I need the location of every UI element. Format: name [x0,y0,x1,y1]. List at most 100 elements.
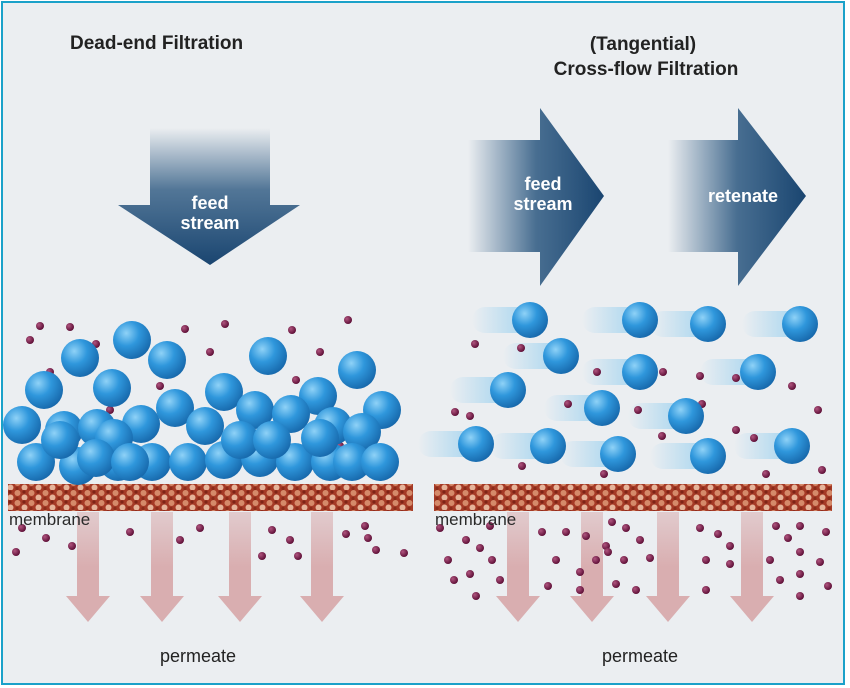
small-particle [181,325,189,333]
right-panel-title-line1: (Tangential) [589,34,697,55]
small-particle [659,368,667,376]
large-particle [512,302,548,338]
small-particle [788,382,796,390]
small-particle [732,426,740,434]
large-particle [41,421,79,459]
small-particle [126,528,134,536]
membrane-right [434,484,832,511]
small-particle [620,556,628,564]
feed-stream-label-left: feed stream [180,193,240,233]
small-particle [732,374,740,382]
large-particle [333,443,371,481]
membrane-left [8,484,413,511]
small-particle [364,534,372,542]
small-particle [517,344,525,352]
small-particle [796,592,804,600]
large-particle [740,354,776,390]
small-particle [824,582,832,590]
small-particle [471,340,479,348]
small-particle [726,542,734,550]
small-particle [772,522,780,530]
left-panel-title: Dead-end Filtration [70,33,244,54]
small-particle [472,592,480,600]
feed-arrow-down-icon [118,128,300,265]
permeate-arrow-icon [300,512,344,622]
permeate-arrow-icon [730,512,774,622]
permeate-arrow-icon [496,512,540,622]
retentate-arrow-right-icon [668,108,806,286]
large-particle [690,438,726,474]
small-particle [176,536,184,544]
large-particle [338,351,376,389]
large-particle [530,428,566,464]
small-particle [518,462,526,470]
small-particle [544,582,552,590]
small-particle [68,542,76,550]
large-particle [782,306,818,342]
small-particle [612,580,620,588]
large-particle [77,439,115,477]
small-particle [593,368,601,376]
small-particle [258,552,266,560]
small-particle [562,528,570,536]
large-particle [25,371,63,409]
large-particle [774,428,810,464]
large-particle [622,354,658,390]
small-particle [206,348,214,356]
small-particle [42,534,50,542]
large-particle [343,413,381,451]
membrane-label-right: membrane [435,510,517,529]
small-particle [400,549,408,557]
small-particle [582,532,590,540]
small-particle [766,556,774,564]
small-particle [604,548,612,556]
small-particle [156,382,164,390]
small-particle [636,536,644,544]
small-particle [268,526,276,534]
small-particle [292,376,300,384]
small-particle [436,524,444,532]
small-particle [36,322,44,330]
small-particle [576,568,584,576]
small-particle [462,536,470,544]
small-particle [552,556,560,564]
large-particle [156,389,194,427]
small-particle [634,406,642,414]
small-particle [564,400,572,408]
small-particle [796,522,804,530]
small-particle [344,316,352,324]
small-particle [538,528,546,536]
large-particle [272,395,310,433]
large-particle [113,321,151,359]
small-particle [488,556,496,564]
small-particle [106,406,114,414]
permeate-arrow-icon [570,512,614,622]
small-particle [451,408,459,416]
large-particle [236,391,274,429]
small-particle [816,558,824,566]
small-particle [466,570,474,578]
small-particle [476,544,484,552]
small-particle [26,336,34,344]
small-particle [294,552,302,560]
large-particle [690,306,726,342]
membrane-label-left: membrane [9,510,91,529]
large-particle [169,443,207,481]
small-particle [608,518,616,526]
small-particle [372,546,380,554]
small-particle [450,576,458,584]
large-particle [301,419,339,457]
small-particle [796,548,804,556]
small-particle [600,470,608,478]
small-particle [221,320,229,328]
large-particle [221,421,259,459]
large-particle [249,337,287,375]
small-particle [466,412,474,420]
small-particle [342,530,350,538]
permeate-arrow-icon [140,512,184,622]
permeate-label-left: permeate [159,646,237,666]
feed-arrow-right-icon [468,108,604,286]
large-particle [668,398,704,434]
small-particle [444,556,452,564]
